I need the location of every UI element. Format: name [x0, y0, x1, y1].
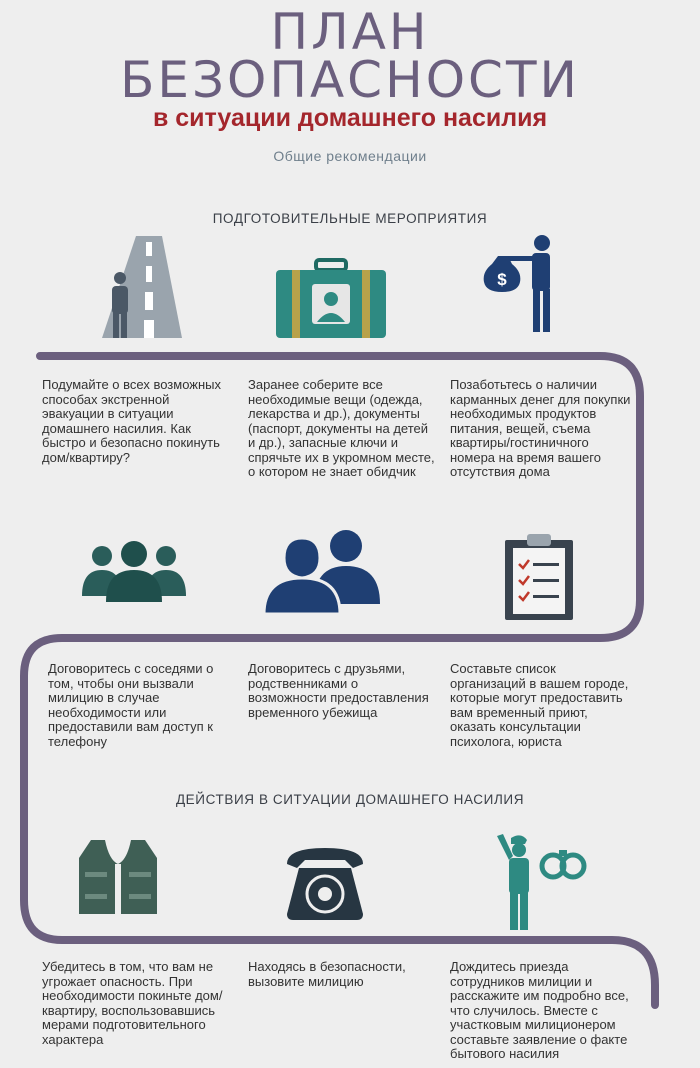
step-text-pocket-money: Позаботьтесь о наличии карманных денег д… — [450, 377, 631, 479]
money-bag-person-icon: $ — [483, 235, 550, 332]
step-text-neighbors: Договоритесь с соседями о том, чтобы они… — [48, 661, 214, 749]
step-text-evacuation: Подумайте о всех возможных способах экст… — [42, 377, 222, 465]
rotary-phone-icon — [287, 848, 363, 920]
safety-vest-icon — [79, 840, 157, 914]
step-text-pack-items: Заранее соберите все необходимые вещи (о… — [248, 377, 435, 479]
section-title-actions: ДЕЙСТВИЯ В СИТУАЦИИ ДОМАШНЕГО НАСИЛИЯ — [175, 792, 525, 807]
step-text-organizations-list: Составьте список организаций в вашем гор… — [450, 661, 629, 749]
step-text-ensure-safety: Убедитесь в том, что вам не угрожает опа… — [42, 959, 223, 1047]
page-subtitle: в ситуации домашнего насилия — [152, 104, 548, 132]
road-person-icon — [102, 236, 182, 338]
step-text-wait-police: Дождитесь приезда сотрудников милиции и … — [450, 959, 629, 1061]
page-title-line1: ПЛАН — [270, 3, 430, 61]
neighbors-group-icon — [82, 541, 186, 602]
svg-text:$: $ — [497, 270, 507, 289]
page-title-line2: БЕЗОПАСНОСТИ — [120, 51, 580, 109]
clipboard-checklist-icon — [505, 534, 573, 620]
page-tagline: Общие рекомендации — [273, 148, 427, 164]
friends-couple-icon — [262, 530, 380, 616]
step-text-friends-shelter: Договоритесь с друзьями, родственниками … — [248, 661, 429, 720]
police-handcuffs-icon — [497, 834, 587, 930]
suitcase-icon — [276, 258, 386, 338]
step-text-call-police: Находясь в безопасности, вызовите милици… — [248, 959, 406, 989]
section-title-preparation: ПОДГОТОВИТЕЛЬНЫЕ МЕРОПРИЯТИЯ — [212, 211, 488, 226]
